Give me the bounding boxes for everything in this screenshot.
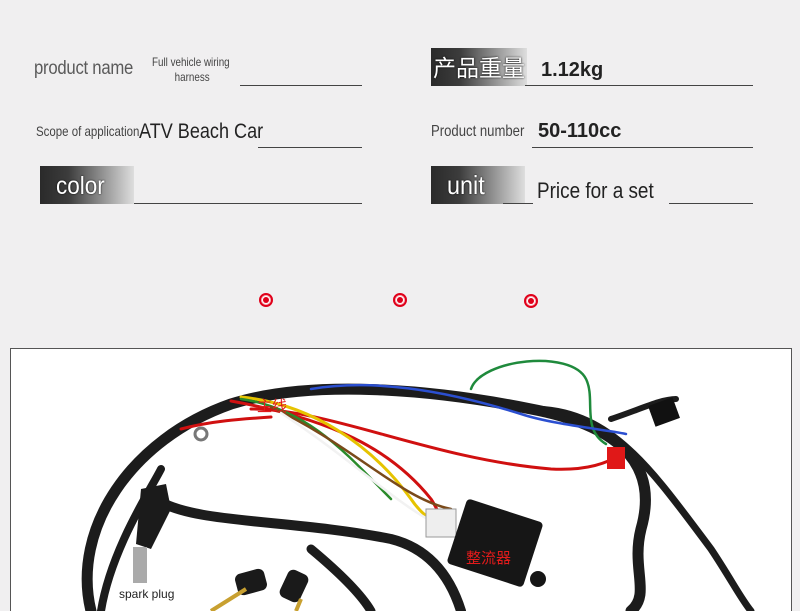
color-label: color [56, 172, 105, 200]
unit-underline-right [669, 203, 753, 204]
product-name-value: Full vehicle wiring harness [152, 55, 230, 85]
scope-label: Scope of application [36, 123, 140, 139]
product-name-value-line2: harness [174, 70, 210, 84]
product-name-value-line1: Full vehicle wiring [152, 55, 230, 69]
scope-underline [258, 147, 362, 148]
product-number-label: Product number [431, 123, 525, 140]
product-photo: 主线 整流器 spark plug [10, 348, 792, 611]
weight-label: 产品重量 [433, 56, 525, 82]
rectifier-label: 整流器 [466, 549, 511, 567]
unit-value: Price for a set [537, 178, 654, 203]
color-underline [134, 203, 362, 204]
product-number-value: 50-110cc [538, 120, 622, 142]
weight-value: 1.12kg [541, 59, 604, 81]
main-cable-label: 主线 [257, 397, 287, 415]
decor-dot-3 [524, 294, 538, 308]
product-name-label: product name [34, 58, 134, 79]
unit-underline-left [503, 203, 533, 204]
weight-underline [525, 85, 753, 86]
scope-value: ATV Beach Car [139, 120, 264, 143]
unit-label: unit [447, 170, 485, 200]
wiring-harness-illustration: 主线 整流器 spark plug [81, 359, 755, 611]
spark-plug-label: spark plug [119, 587, 174, 601]
unit-label-tag: unit [431, 166, 525, 204]
product-number-underline [532, 147, 753, 148]
weight-label-tag: 产品重量 [431, 48, 527, 86]
decor-dot-2 [393, 293, 407, 307]
product-name-underline [240, 85, 362, 86]
color-label-tag: color [40, 166, 134, 204]
decor-dot-1 [259, 293, 273, 307]
